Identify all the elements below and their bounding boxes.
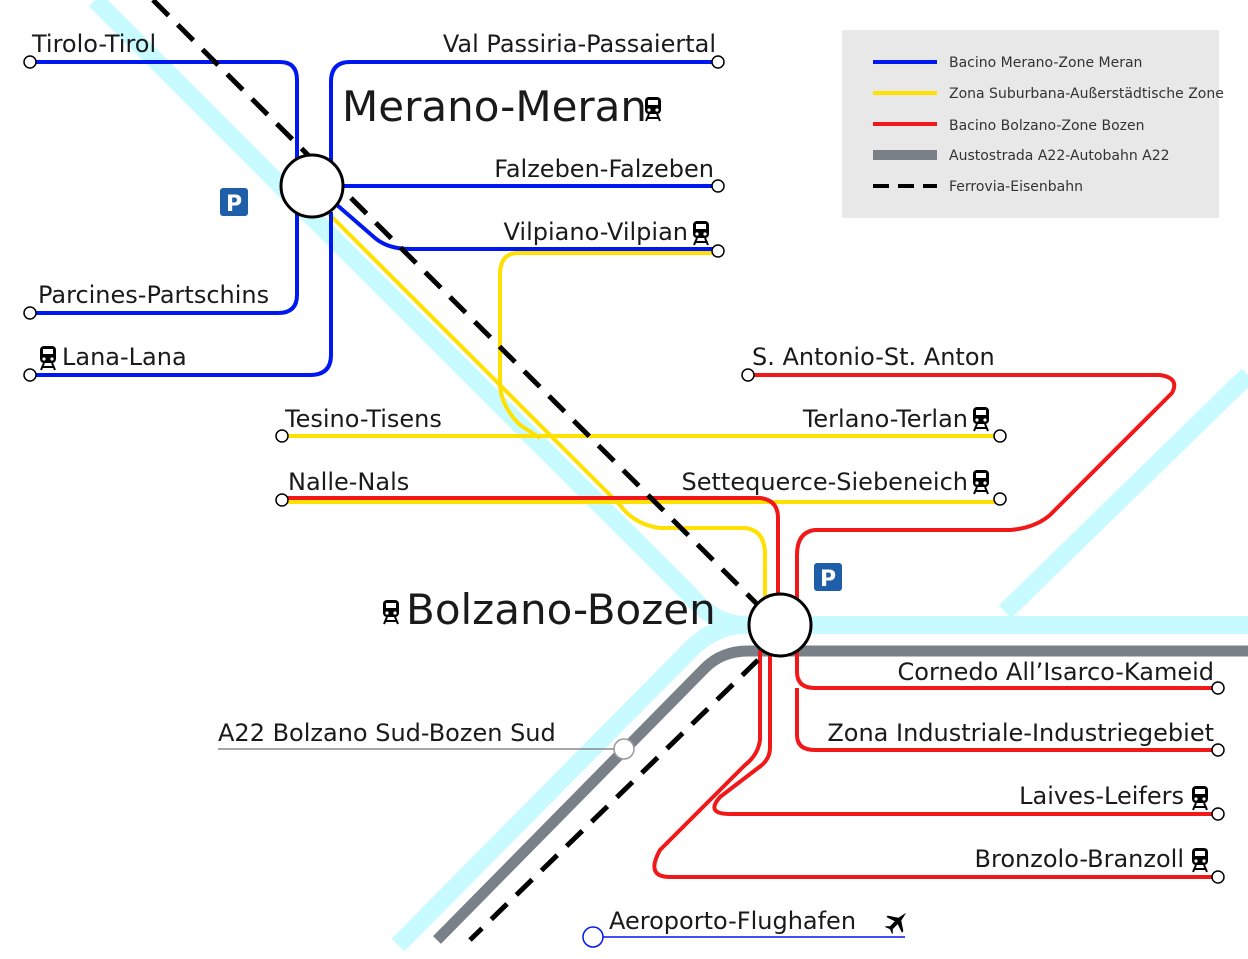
railway <box>151 0 767 942</box>
label-parcines: Parcines-Partschins <box>38 281 269 309</box>
airplane-icon <box>884 912 907 935</box>
label-lana: Lana-Lana <box>62 343 187 371</box>
station-dot-laives[interactable] <box>1211 807 1225 821</box>
station-terminals <box>23 55 1225 884</box>
bolzano-lines <box>282 373 1218 879</box>
label-s-antonio: S. Antonio-St. Anton <box>752 343 995 371</box>
station-dot-settequerce[interactable] <box>993 492 1007 506</box>
station-dot-tesino[interactable] <box>275 429 289 443</box>
label-vilpiano: Vilpiano-Vilpian <box>504 218 688 246</box>
legend-label-bolzano: Bacino Bolzano-Zone Bozen <box>949 118 1145 134</box>
label-aeroporto: Aeroporto-Flughafen <box>609 907 856 935</box>
train-icon <box>644 96 662 122</box>
river <box>88 0 1248 952</box>
parking-icon: P <box>814 563 842 592</box>
train-icon <box>692 220 710 246</box>
station-dot-cornedo[interactable] <box>1211 681 1225 695</box>
label-merano-hub: Merano-Meran <box>342 82 647 131</box>
station-dot-aeroporto[interactable] <box>582 926 604 948</box>
station-dot-vilpiano[interactable] <box>711 244 725 258</box>
legend: Bacino Merano-Zone Meran Zona Suburbana-… <box>842 30 1224 218</box>
station-dot-tirolo[interactable] <box>23 55 37 69</box>
label-tesino: Tesino-Tisens <box>284 405 442 433</box>
parking-icon: P <box>220 188 248 217</box>
suburban-lines <box>282 208 1000 625</box>
train-icon <box>972 469 990 495</box>
station-dot-parcines[interactable] <box>23 306 37 320</box>
train-icon <box>1191 847 1209 873</box>
label-cornedo: Cornedo All’Isarco-Kameid <box>898 658 1214 686</box>
label-bronzolo: Bronzolo-Branzoll <box>975 845 1184 873</box>
label-a22-sud: A22 Bolzano Sud-Bozen Sud <box>218 719 556 747</box>
station-dot-bronzolo[interactable] <box>1211 870 1225 884</box>
merano-lines <box>30 60 718 377</box>
parking-letter: P <box>820 567 836 592</box>
label-nalle: Nalle-Nals <box>288 468 409 496</box>
station-dot-val-passiria[interactable] <box>711 55 725 69</box>
station-dot-terlano[interactable] <box>993 429 1007 443</box>
station-dot-falzeben[interactable] <box>711 179 725 193</box>
legend-label-merano: Bacino Merano-Zone Meran <box>949 55 1142 71</box>
motorway-a22 <box>433 645 1248 944</box>
parking-letter: P <box>226 192 242 217</box>
legend-label-motorway: Austostrada A22-Autobahn A22 <box>949 148 1170 164</box>
legend-label-railway: Ferrovia-Eisenbahn <box>949 179 1083 195</box>
station-dot-zona-industriale[interactable] <box>1211 743 1225 757</box>
merano-hub[interactable] <box>279 153 345 219</box>
legend-label-suburban: Zona Suburbana-Außerstädtische Zone <box>949 86 1224 102</box>
label-settequerce: Settequerce-Siebeneich <box>682 468 968 496</box>
label-laives: Laives-Leifers <box>1019 782 1184 810</box>
station-dot-a22-sud[interactable] <box>613 738 635 760</box>
station-dot-s-antonio[interactable] <box>741 368 755 382</box>
train-icon <box>382 599 400 625</box>
train-icon <box>39 345 57 371</box>
label-tirolo: Tirolo-Tirol <box>31 30 156 58</box>
label-zona-industriale: Zona Industriale-Industriegebiet <box>827 719 1214 747</box>
label-val-passiria: Val Passiria-Passaiertal <box>443 30 716 58</box>
bolzano-hub[interactable] <box>747 592 813 658</box>
train-icon <box>972 406 990 432</box>
label-bolzano-hub: Bolzano-Bozen <box>406 585 716 634</box>
station-dot-lana[interactable] <box>23 368 37 382</box>
station-dot-nalle[interactable] <box>275 493 289 507</box>
label-terlano: Terlano-Terlan <box>802 405 968 433</box>
train-icon <box>1191 785 1209 811</box>
label-falzeben: Falzeben-Falzeben <box>494 155 714 183</box>
